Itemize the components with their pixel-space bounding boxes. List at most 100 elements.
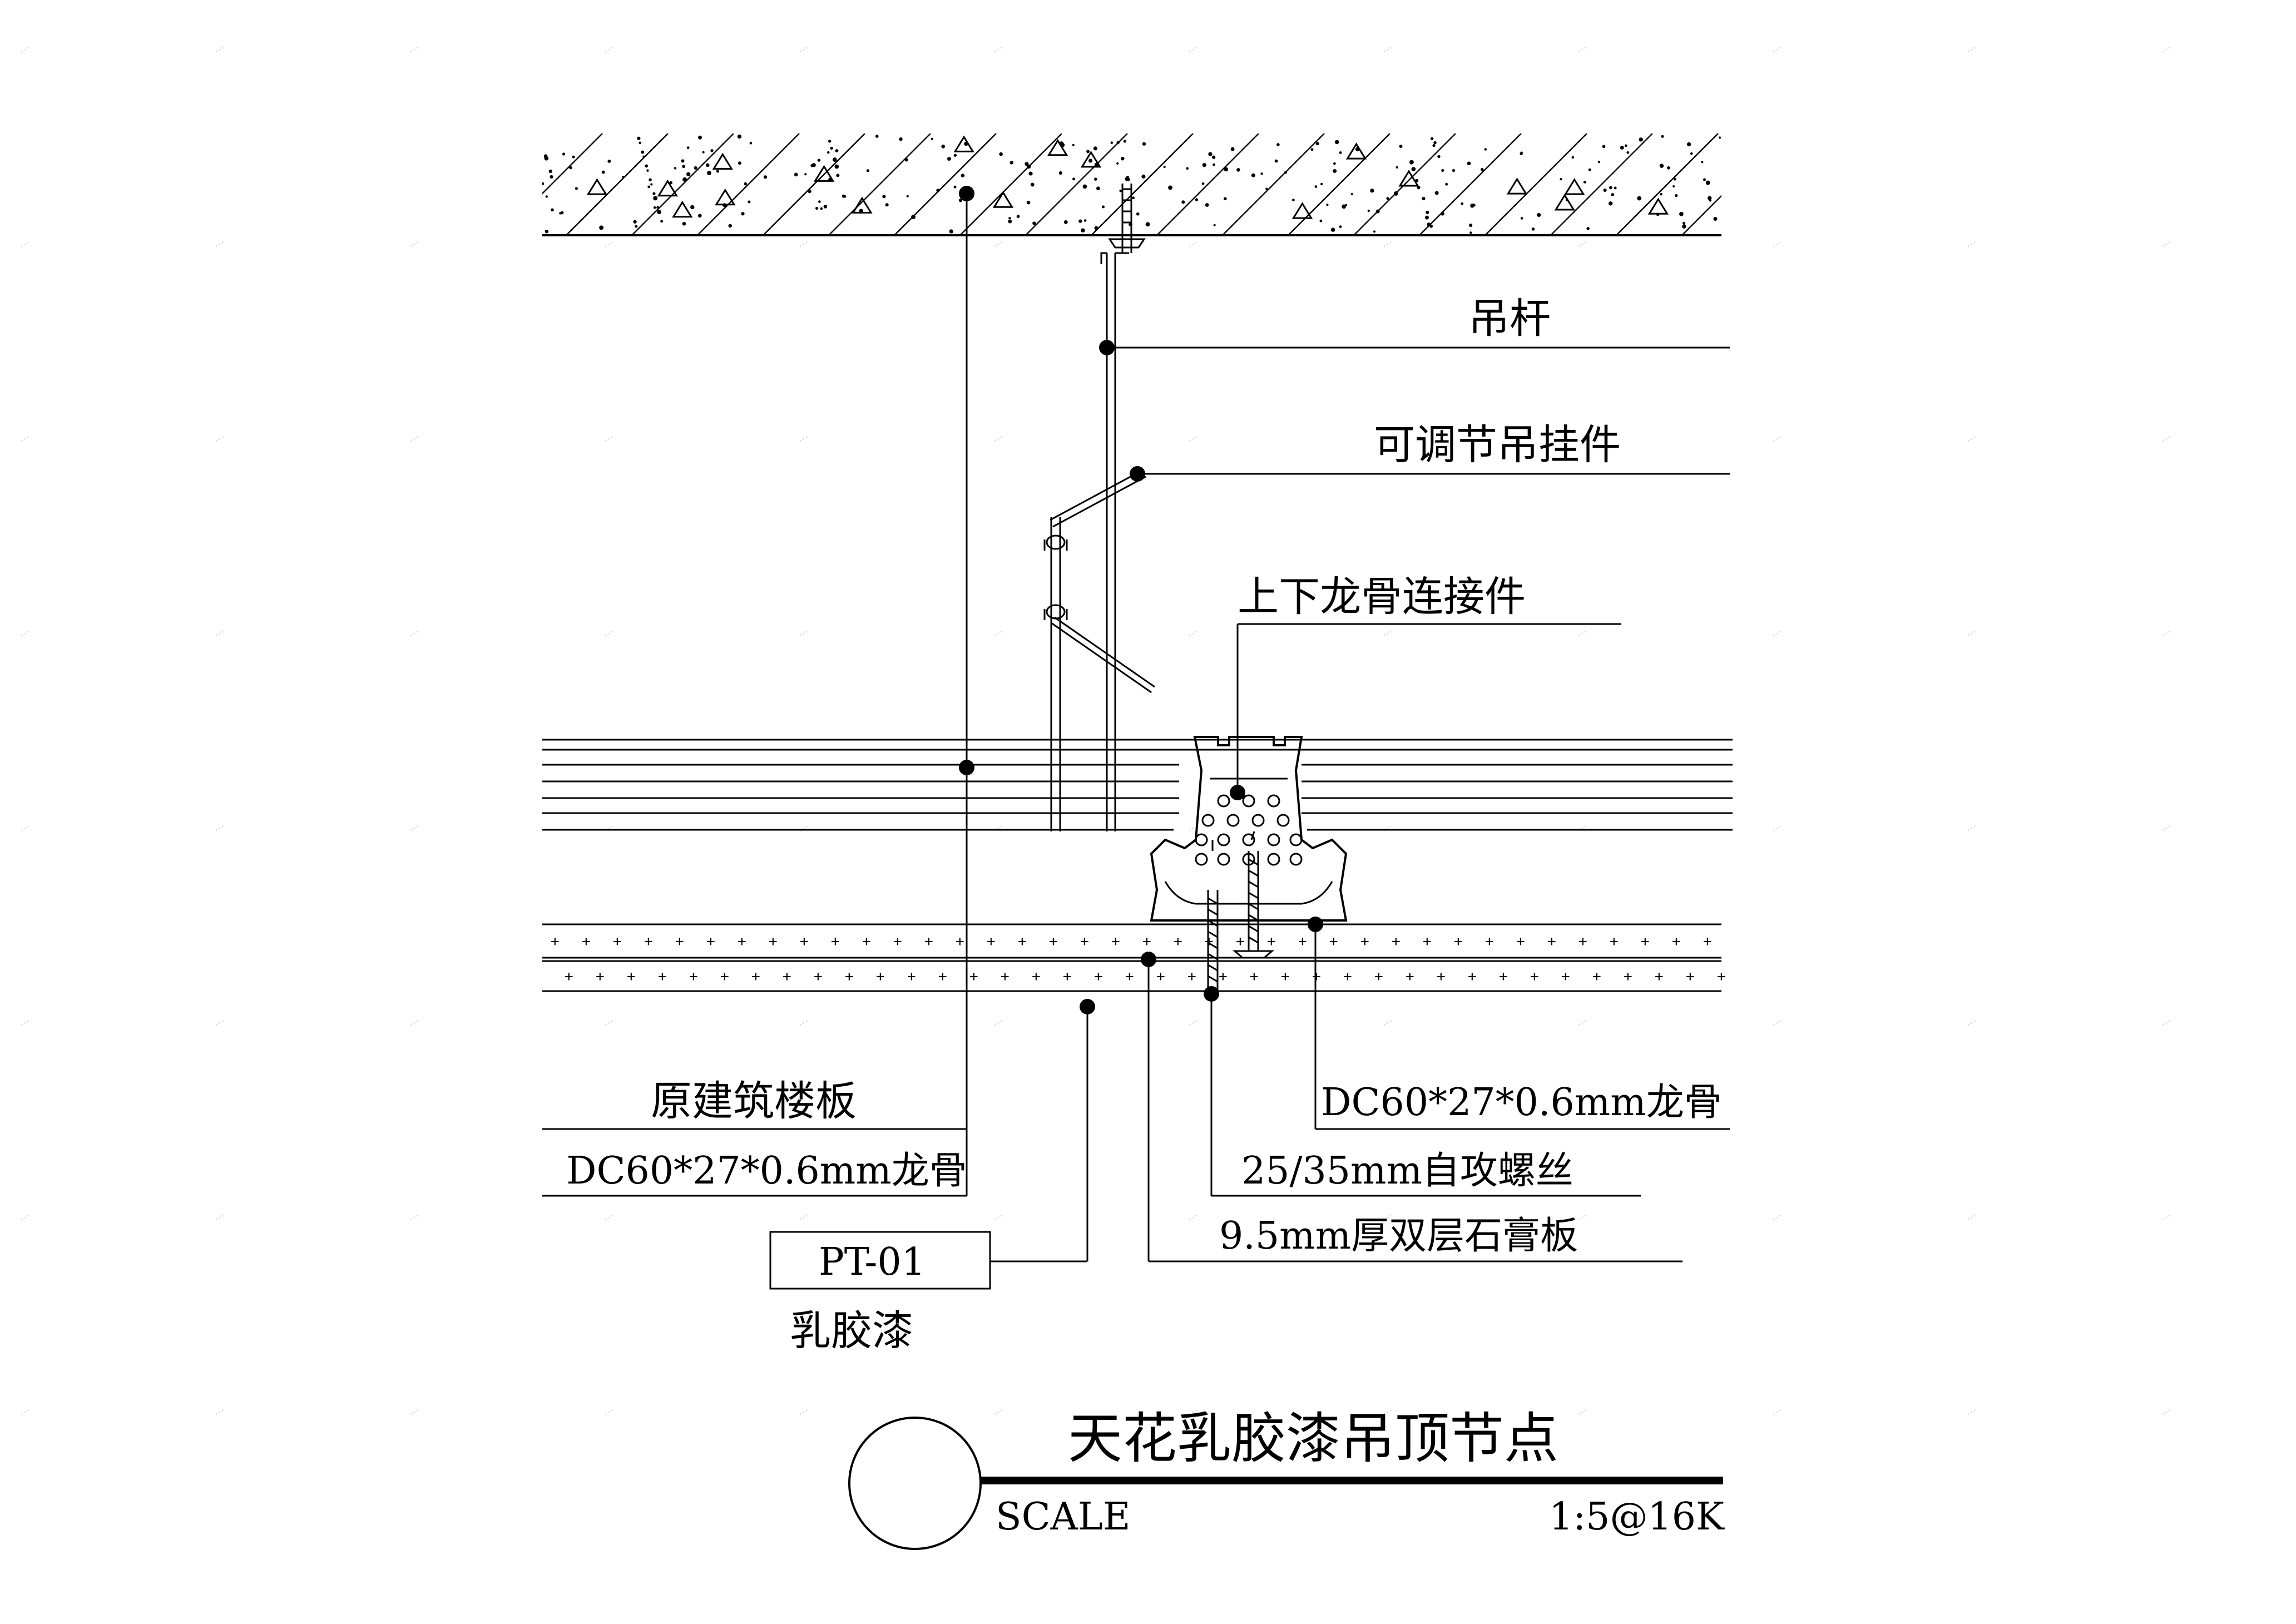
svg-text:+: + bbox=[1236, 933, 1245, 950]
svg-text:···: ··· bbox=[1964, 1209, 1980, 1226]
svg-text:+: + bbox=[1125, 968, 1134, 985]
svg-text:+: + bbox=[720, 968, 729, 985]
svg-text:+: + bbox=[1142, 933, 1151, 950]
drawing-title: 天花乳胶漆吊顶节点 bbox=[1068, 1407, 1558, 1470]
svg-text:···: ··· bbox=[407, 1014, 423, 1031]
svg-text:+: + bbox=[1329, 933, 1338, 950]
self-tapping-screws bbox=[1207, 831, 1275, 996]
svg-text:···: ··· bbox=[1575, 820, 1591, 836]
label-keel-left: DC60*27*0.6mm龙骨 bbox=[566, 1149, 967, 1193]
svg-text:+: + bbox=[1032, 968, 1041, 985]
svg-text:···: ··· bbox=[991, 625, 1007, 642]
svg-text:+: + bbox=[1205, 933, 1214, 950]
svg-text:+: + bbox=[956, 933, 964, 950]
svg-text:···: ··· bbox=[17, 820, 33, 836]
svg-text:+: + bbox=[1343, 968, 1352, 985]
svg-text:···: ··· bbox=[601, 1014, 617, 1031]
svg-text:···: ··· bbox=[796, 1404, 812, 1420]
svg-text:···: ··· bbox=[2159, 820, 2175, 836]
svg-text:+: + bbox=[893, 933, 902, 950]
svg-text:···: ··· bbox=[212, 1404, 228, 1420]
svg-text:···: ··· bbox=[1575, 625, 1591, 642]
svg-text:···: ··· bbox=[601, 625, 617, 642]
svg-text:+: + bbox=[769, 933, 778, 950]
svg-text:···: ··· bbox=[601, 41, 617, 58]
svg-text:···: ··· bbox=[2159, 1014, 2175, 1031]
svg-text:+: + bbox=[1672, 933, 1681, 950]
svg-text:···: ··· bbox=[17, 430, 33, 447]
svg-text:+: + bbox=[1641, 933, 1650, 950]
svg-text:+: + bbox=[1547, 933, 1556, 950]
svg-text:+: + bbox=[1281, 968, 1290, 985]
label-hanger-rod: 吊杆 bbox=[1468, 295, 1551, 343]
svg-text:+: + bbox=[876, 968, 885, 985]
svg-text:+: + bbox=[1423, 933, 1432, 950]
svg-text:···: ··· bbox=[1185, 1209, 1201, 1226]
svg-text:+: + bbox=[1094, 968, 1103, 985]
svg-text:+: + bbox=[1049, 933, 1058, 950]
svg-text:+: + bbox=[1156, 968, 1165, 985]
label-connector: 上下龙骨连接件 bbox=[1238, 573, 1526, 621]
svg-text:+: + bbox=[969, 968, 978, 985]
svg-text:+: + bbox=[551, 933, 560, 950]
svg-text:+: + bbox=[1485, 933, 1494, 950]
svg-text:···: ··· bbox=[991, 1014, 1007, 1031]
svg-text:···: ··· bbox=[1575, 236, 1591, 252]
svg-text:···: ··· bbox=[212, 1014, 228, 1031]
svg-text:+: + bbox=[738, 933, 746, 950]
svg-text:···: ··· bbox=[212, 430, 228, 447]
svg-text:+: + bbox=[1686, 968, 1695, 985]
svg-text:···: ··· bbox=[1769, 1209, 1785, 1226]
svg-text:···: ··· bbox=[2159, 430, 2175, 447]
scale-label: SCALE bbox=[996, 1495, 1131, 1539]
svg-text:+: + bbox=[689, 968, 698, 985]
svg-text:···: ··· bbox=[2159, 1404, 2175, 1420]
svg-text:···: ··· bbox=[1575, 1014, 1591, 1031]
svg-text:···: ··· bbox=[991, 1209, 1007, 1226]
svg-text:···: ··· bbox=[991, 41, 1007, 58]
svg-text:···: ··· bbox=[601, 1209, 617, 1226]
svg-text:+: + bbox=[924, 933, 933, 950]
svg-text:+: + bbox=[644, 933, 653, 950]
scale-value: 1:5@16K bbox=[1549, 1495, 1725, 1539]
svg-text:+: + bbox=[1406, 968, 1414, 985]
svg-text:+: + bbox=[1018, 933, 1027, 950]
svg-text:+: + bbox=[596, 968, 605, 985]
svg-text:+: + bbox=[1001, 968, 1010, 985]
svg-text:+: + bbox=[1360, 933, 1369, 950]
svg-text:···: ··· bbox=[1769, 236, 1785, 252]
svg-text:···: ··· bbox=[1964, 820, 1980, 836]
svg-text:+: + bbox=[613, 933, 622, 950]
svg-text:···: ··· bbox=[2159, 625, 2175, 642]
svg-text:+: + bbox=[1174, 933, 1182, 950]
svg-text:···: ··· bbox=[601, 820, 617, 836]
svg-text:···: ··· bbox=[1185, 430, 1201, 447]
svg-text:···: ··· bbox=[796, 820, 812, 836]
svg-text:···: ··· bbox=[2159, 1209, 2175, 1226]
svg-text:···: ··· bbox=[1380, 625, 1396, 642]
svg-text:···: ··· bbox=[991, 1404, 1007, 1420]
paint-tag: PT-01 bbox=[769, 1231, 991, 1290]
paint-name: 乳胶漆 bbox=[790, 1307, 913, 1355]
svg-text:+: + bbox=[706, 933, 715, 950]
svg-text:···: ··· bbox=[1185, 41, 1201, 58]
svg-text:···: ··· bbox=[407, 1404, 423, 1420]
title-block: 天花乳胶漆吊顶节点 SCALE 1:5@16K bbox=[848, 1407, 1725, 1550]
svg-text:+: + bbox=[1561, 968, 1570, 985]
svg-text:+: + bbox=[987, 933, 996, 950]
svg-text:+: + bbox=[862, 933, 871, 950]
svg-text:+: + bbox=[675, 933, 684, 950]
svg-text:···: ··· bbox=[1380, 820, 1396, 836]
svg-text:+: + bbox=[814, 968, 823, 985]
svg-text:+: + bbox=[1298, 933, 1307, 950]
svg-text:+: + bbox=[1655, 968, 1664, 985]
svg-text:···: ··· bbox=[601, 1404, 617, 1420]
svg-text:+: + bbox=[1312, 968, 1321, 985]
leader-lines bbox=[542, 186, 1730, 1262]
svg-text:···: ··· bbox=[1769, 625, 1785, 642]
svg-text:···: ··· bbox=[212, 41, 228, 58]
svg-text:···: ··· bbox=[407, 820, 423, 836]
svg-text:+: + bbox=[1111, 933, 1120, 950]
svg-text:···: ··· bbox=[212, 1209, 228, 1226]
svg-text:···: ··· bbox=[1964, 41, 1980, 58]
